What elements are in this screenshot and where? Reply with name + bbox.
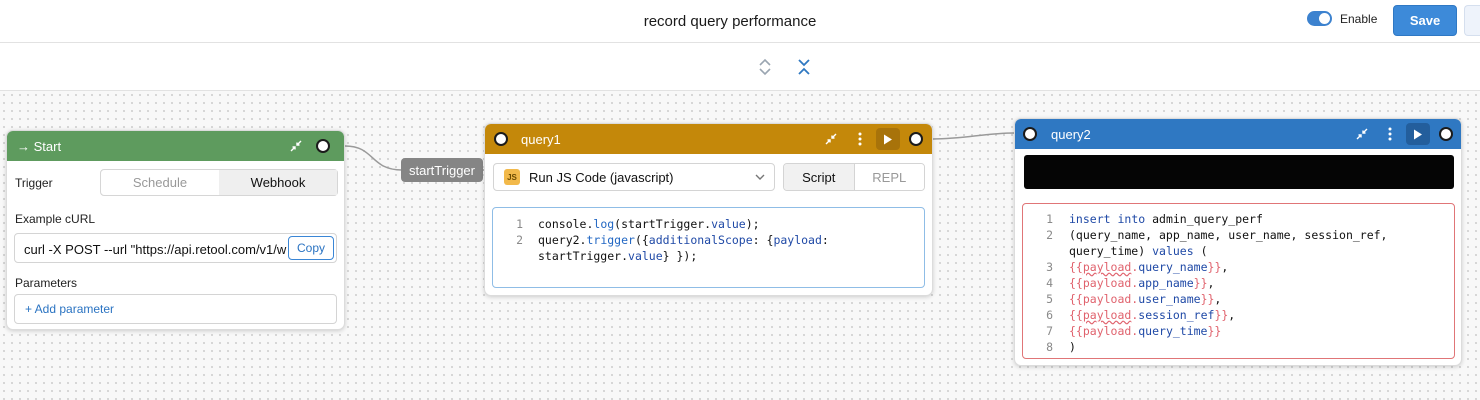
enable-label: Enable xyxy=(1340,11,1378,26)
trigger-option-schedule[interactable]: Schedule xyxy=(101,170,219,195)
mode-segmented: Script REPL xyxy=(783,163,925,191)
line-number: 2 xyxy=(1046,228,1053,242)
enable-control: Enable xyxy=(1307,11,1377,26)
line-number: 5 xyxy=(1046,292,1053,306)
code-line: ) xyxy=(1069,340,1076,354)
code-line: {{payload.app_name}}, xyxy=(1069,276,1215,290)
more-options-icon[interactable] xyxy=(1381,125,1399,143)
output-port[interactable] xyxy=(909,132,923,146)
output-port[interactable] xyxy=(1439,127,1453,141)
query1-title: query1 xyxy=(521,132,561,147)
run-button[interactable] xyxy=(876,128,900,150)
run-button[interactable] xyxy=(1406,123,1430,145)
sql-editor[interactable]: 1 2 3 4 5 6 7 8 insert into admin_query_… xyxy=(1022,203,1455,359)
query2-node[interactable]: query2 1 2 3 4 5 6 7 8 insert into admin… xyxy=(1014,118,1462,366)
connector-label[interactable]: startTrigger xyxy=(401,158,483,182)
curl-label: Example cURL xyxy=(15,212,96,226)
collapse-vertical-icon[interactable] xyxy=(795,58,813,76)
curl-value: curl -X POST --url "https://api.retool.c… xyxy=(24,242,287,257)
line-number: 1 xyxy=(516,217,523,231)
curl-field[interactable]: curl -X POST --url "https://api.retool.c… xyxy=(14,233,337,263)
input-port[interactable] xyxy=(1023,127,1037,141)
collapse-icon[interactable] xyxy=(1353,125,1371,143)
collapse-icon[interactable] xyxy=(287,137,305,155)
code-editor[interactable]: 1 2 console.log(startTrigger.value); que… xyxy=(492,207,925,288)
line-number: 1 xyxy=(1046,212,1053,226)
mode-script-tab[interactable]: Script xyxy=(784,164,855,190)
line-number: 6 xyxy=(1046,308,1053,322)
code-line: {{payload.user_name}}, xyxy=(1069,292,1222,306)
toolbar xyxy=(0,43,1480,91)
query1-node[interactable]: query1 JS Run JS Code (javascript) Scrip… xyxy=(484,123,933,296)
start-node[interactable]: → Start Trigger Schedule Webhook Example… xyxy=(6,130,345,330)
code-line: query_time) values ( xyxy=(1069,244,1208,258)
code-line: query2.trigger({additionalScope: {payloa… xyxy=(538,233,829,247)
trigger-label: Trigger xyxy=(15,176,53,190)
query1-header: query1 xyxy=(485,124,932,154)
line-number: 2 xyxy=(516,233,523,247)
mode-repl-tab[interactable]: REPL xyxy=(854,164,924,190)
resource-label: Run JS Code (javascript) xyxy=(529,169,674,185)
code-line: {{payload.query_name}}, xyxy=(1069,260,1229,274)
chevron-down-icon xyxy=(755,174,765,180)
start-node-header: → Start xyxy=(7,131,344,161)
query2-header: query2 xyxy=(1015,119,1461,149)
code-line: {{payload.query_time}} xyxy=(1069,324,1222,338)
code-line: insert into admin_query_perf xyxy=(1069,212,1263,226)
redacted-resource-area xyxy=(1024,155,1454,189)
code-line: (query_name, app_name, user_name, sessio… xyxy=(1069,228,1388,242)
js-icon: JS xyxy=(504,169,520,185)
expand-vertical-icon[interactable] xyxy=(756,58,774,76)
parameters-label: Parameters xyxy=(15,276,78,290)
output-port[interactable] xyxy=(316,139,330,153)
top-bar: record query performance Enable Save xyxy=(0,0,1480,43)
copy-button[interactable]: Copy xyxy=(288,236,334,260)
code-line: {{payload.session_ref}}, xyxy=(1069,308,1236,322)
more-options-icon[interactable] xyxy=(851,130,869,148)
resource-select[interactable]: JS Run JS Code (javascript) xyxy=(493,163,775,191)
code-line: console.log(startTrigger.value); xyxy=(538,217,760,231)
play-icon xyxy=(884,134,892,144)
trigger-type-segmented: Schedule Webhook xyxy=(100,169,338,196)
line-number: 8 xyxy=(1046,340,1053,354)
start-node-title: → Start xyxy=(17,139,62,154)
save-button[interactable]: Save xyxy=(1393,5,1457,36)
add-parameter-button[interactable]: + Add parameter xyxy=(14,294,337,324)
line-number: 3 xyxy=(1046,260,1053,274)
line-number: 4 xyxy=(1046,276,1053,290)
code-line: startTrigger.value} }); xyxy=(538,249,698,263)
page-title: record query performance xyxy=(643,13,817,30)
play-icon xyxy=(1414,129,1422,139)
overflow-button[interactable] xyxy=(1464,5,1480,36)
line-number: 7 xyxy=(1046,324,1053,338)
enable-toggle[interactable] xyxy=(1307,11,1332,26)
collapse-icon[interactable] xyxy=(822,130,840,148)
input-port[interactable] xyxy=(494,132,508,146)
query2-title: query2 xyxy=(1051,127,1091,142)
trigger-option-webhook[interactable]: Webhook xyxy=(219,170,337,195)
